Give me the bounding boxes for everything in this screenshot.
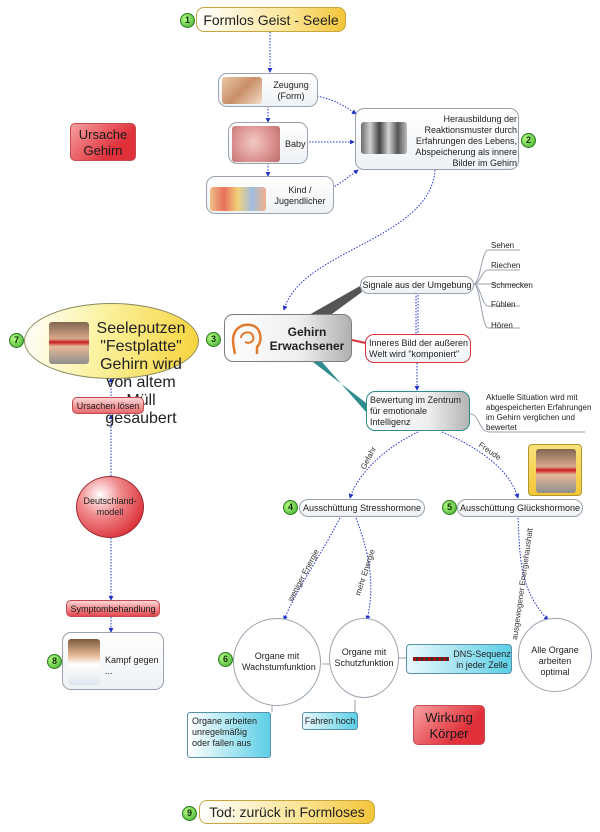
wirkung-label: Wirkung Körper: [425, 710, 473, 741]
node-herausbildung[interactable]: Herausbildung der Reaktionsmuster durch …: [355, 108, 519, 170]
link-gluecks-alle: [517, 517, 549, 621]
seeleputzen-label: Seeleputzen "Festplatte" Gehirn wird von…: [96, 320, 186, 427]
link-kind-herausbildung: [331, 169, 359, 189]
node-zeugung[interactable]: Zeugung (Form): [218, 73, 318, 107]
zeugung-image: [222, 77, 262, 104]
node-dns[interactable]: DNS-Sequenz in jeder Zelle: [406, 644, 512, 674]
node-bewertung[interactable]: Bewertung im Zentrum für emotionale Inte…: [366, 391, 470, 431]
link-bewertung-gluecks: [441, 431, 520, 499]
node-signale[interactable]: Signale aus der Umgebung: [360, 276, 474, 294]
edge-label-mehr: mehr Energie: [353, 548, 377, 597]
herausbildung-label: Herausbildung der Reaktionsmuster durch …: [415, 114, 517, 168]
bewertung-label: Bewertung im Zentrum für emotionale Inte…: [370, 395, 462, 427]
ursache-gehirn-box[interactable]: Ursache Gehirn: [70, 123, 136, 161]
link-bewertung-stress: [348, 431, 419, 499]
kind-image: [210, 187, 266, 211]
node-kind[interactable]: Kind / Jugendlicher: [206, 176, 334, 214]
node-gluecks[interactable]: Ausschüttung Glückshormone: [457, 499, 583, 517]
node-baby[interactable]: Baby: [228, 122, 308, 164]
seeleputzen-image: [49, 322, 89, 364]
signale-label: Signale aus der Umgebung: [362, 280, 472, 290]
number-badge-2: 2: [521, 133, 536, 148]
link-zeugung-herausbildung: [316, 95, 357, 115]
freude-image: [536, 449, 576, 493]
kampf-image: [68, 639, 100, 685]
node-kampf[interactable]: Kampf gegen ...: [62, 632, 164, 690]
number-badge-9: 9: [182, 806, 197, 821]
node-fahren[interactable]: Fahren hoch: [302, 712, 358, 730]
number-badge-1: 1: [180, 13, 195, 28]
tod-node[interactable]: Tod: zurück in Formloses: [199, 800, 375, 824]
brain-icon: [229, 320, 263, 358]
schutz-label: Organe mit Schutzfunktion: [334, 647, 394, 668]
edge-label-weniger: weniger Energie: [285, 547, 321, 604]
kind-label: Kind / Jugendlicher: [274, 185, 326, 206]
sense-sehen: Sehen: [491, 241, 515, 250]
title-node[interactable]: Formlos Geist - Seele: [196, 7, 346, 32]
symptom-box[interactable]: Symptombehandlung: [66, 600, 160, 617]
tod-label: Tod: zurück in Formloses: [209, 804, 365, 820]
wachstum-label: Organe mit Wachstumfunktion: [242, 651, 316, 672]
number-badge-3: 3: [206, 332, 221, 347]
fahren-label: Fahren hoch: [304, 716, 356, 726]
ursache-gehirn-label: Ursache Gehirn: [78, 127, 128, 158]
inneres-bild-label: Inneres Bild der außeren Welt wird "komp…: [369, 338, 469, 359]
node-inneres-bild[interactable]: Inneres Bild der außeren Welt wird "komp…: [365, 334, 471, 363]
node-stress[interactable]: Ausschüttung Stresshormone: [299, 499, 425, 517]
organe-unregel-label: Organe arbeiten unregelmäßig oder fallen…: [192, 716, 258, 748]
node-deutschland[interactable]: Deutschland-modell: [76, 476, 144, 538]
gluecks-label: Ausschüttung Glückshormone: [459, 503, 581, 513]
node-schutz[interactable]: Organe mit Schutzfunktion: [329, 618, 399, 698]
number-badge-5: 5: [442, 500, 457, 515]
number-badge-4: 4: [283, 500, 298, 515]
node-seeleputzen[interactable]: Seeleputzen "Festplatte" Gehirn wird von…: [24, 303, 199, 427]
zeugung-label: Zeugung (Form): [273, 80, 309, 101]
sense-hoeren: Hören: [491, 321, 513, 330]
sense-schmecken: Schmecken: [491, 281, 533, 290]
title-label: Formlos Geist - Seele: [203, 12, 339, 28]
sense-riechen: Riechen: [491, 261, 521, 270]
gehirn-label: Gehirn Erwachsener: [269, 325, 345, 353]
number-badge-8: 8: [47, 654, 62, 669]
wirkung-box[interactable]: Wirkung Körper: [413, 705, 485, 745]
dns-strand: [413, 657, 449, 661]
node-organe-unregel[interactable]: Organe arbeiten unregelmäßig oder fallen…: [187, 712, 271, 758]
node-gehirn[interactable]: Gehirn Erwachsener: [224, 314, 352, 362]
baby-image: [232, 126, 280, 162]
kampf-label: Kampf gegen ...: [105, 655, 159, 676]
stress-label: Ausschüttung Stresshormone: [302, 503, 422, 513]
branch-gehirn-bewertung: [300, 346, 370, 412]
sense-fuehlen: Fühlen: [491, 300, 516, 309]
baby-label: Baby: [285, 139, 306, 149]
edge-label-ausgewogener: ausgewogener Energiehaushalt: [510, 527, 535, 640]
freude-image-box: [528, 444, 582, 496]
link-stress-schutz: [355, 517, 372, 621]
edge-label-gefahr: Gefahr: [359, 445, 379, 471]
link-stress-wachstum: [283, 517, 341, 621]
ursachen-loesen-label: Ursachen lösen: [76, 401, 140, 411]
node-alle-organe[interactable]: Alle Organe arbeiten optimal: [518, 618, 592, 692]
aktuelle-label: Aktuelle Situation wird mit abgespeicher…: [486, 393, 592, 432]
number-badge-7: 7: [9, 333, 24, 348]
alle-organe-label: Alle Organe arbeiten optimal: [531, 645, 579, 677]
symptom-label: Symptombehandlung: [70, 604, 156, 614]
node-wachstum[interactable]: Organe mit Wachstumfunktion: [233, 618, 321, 706]
dns-label: DNS-Sequenz in jeder Zelle: [453, 649, 511, 670]
number-badge-6: 6: [218, 652, 233, 667]
link-herausbildung-gehirn: [282, 169, 436, 311]
deutschland-label: Deutschland-modell: [83, 496, 137, 517]
herausbildung-image: [361, 122, 407, 154]
ursachen-loesen-box[interactable]: Ursachen lösen: [72, 397, 144, 414]
